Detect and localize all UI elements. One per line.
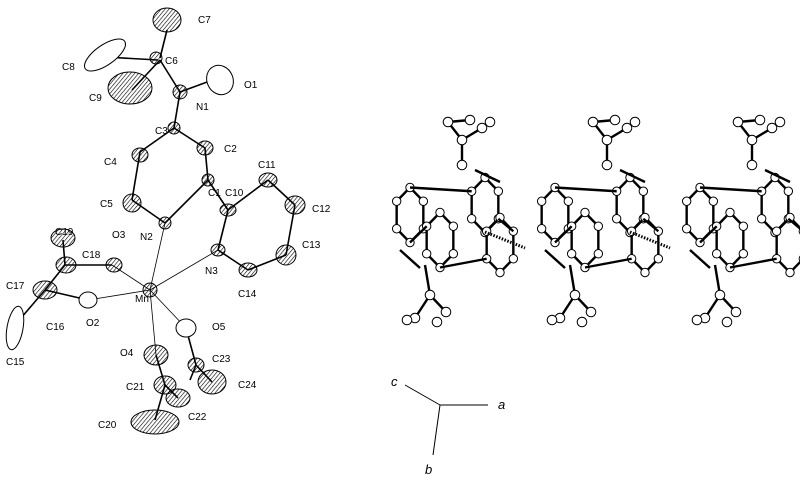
label-c20: C20 (98, 420, 117, 431)
label-n3: N3 (205, 266, 218, 277)
atom-c20 (130, 409, 180, 435)
label-c14: C14 (238, 289, 257, 300)
atom-n3 (210, 243, 226, 257)
label-c23: C23 (212, 354, 231, 365)
atom-c13 (275, 244, 297, 266)
atom-o1 (206, 64, 234, 96)
atom-c6 (149, 51, 163, 65)
label-o1: O1 (244, 80, 258, 91)
atom-n2 (158, 216, 172, 230)
atom-labels: C7 C8 C6 O1 C9 N1 C3 C2 C4 C11 C1 C10 C5… (6, 15, 331, 431)
axis-b-label: b (425, 462, 432, 477)
label-c12: C12 (312, 204, 331, 215)
atom-c23 (187, 357, 205, 373)
axis-a-label: a (498, 397, 505, 412)
label-n1: N1 (196, 102, 209, 113)
label-c15: C15 (6, 357, 25, 368)
label-c16: C16 (46, 322, 65, 333)
label-n2: N2 (140, 232, 153, 243)
atom-c19 (50, 228, 76, 248)
atom-c1 (201, 173, 215, 187)
label-o4: O4 (120, 348, 134, 359)
axis-b-line (432, 404, 441, 456)
atom-c5 (122, 193, 142, 213)
label-c8: C8 (62, 62, 75, 73)
packing-unit (391, 114, 526, 328)
atom-o4 (143, 344, 169, 366)
label-c9: C9 (89, 93, 102, 104)
axis-c-line (404, 384, 441, 406)
atom-c22 (165, 388, 191, 408)
label-mn: Mn (135, 294, 149, 305)
label-c19: C19 (55, 227, 74, 238)
label-c17: C17 (6, 281, 25, 292)
ortep-molecule: C7 C8 C6 O1 C9 N1 C3 C2 C4 C11 C1 C10 C5… (5, 7, 331, 435)
packing-unit (681, 114, 800, 328)
atom-c10 (219, 203, 237, 217)
atom-c2 (196, 140, 214, 156)
atom-c17 (32, 280, 58, 300)
label-c1: C1 (208, 188, 221, 199)
atom-mn (142, 282, 158, 298)
label-o3: O3 (112, 230, 126, 241)
atom-c3 (167, 121, 181, 135)
atom-c4 (131, 147, 149, 163)
atom-c9 (107, 71, 153, 105)
label-c21: C21 (126, 382, 145, 393)
label-c5: C5 (100, 199, 113, 210)
label-c18: C18 (82, 250, 101, 261)
label-c10: C10 (225, 188, 244, 199)
unit-cell-axes: c a b (391, 374, 505, 477)
label-o5: O5 (212, 322, 226, 333)
atom-c14 (238, 262, 258, 278)
atom-n1 (172, 84, 188, 100)
label-c7: C7 (198, 15, 211, 26)
atom-c11 (258, 172, 278, 188)
atom-c12 (284, 195, 306, 215)
atom-c18 (55, 256, 77, 274)
axis-c-label: c (391, 374, 398, 389)
label-c6: C6 (165, 56, 178, 67)
atom-c8 (84, 38, 126, 72)
label-c3: C3 (155, 126, 168, 137)
label-o2: O2 (86, 318, 100, 329)
atom-c15 (5, 305, 25, 351)
atom-c7 (152, 7, 182, 33)
atom-c24 (197, 369, 227, 395)
label-c11: C11 (258, 160, 276, 171)
atom-o5 (175, 318, 197, 338)
label-c2: C2 (224, 144, 237, 155)
atom-c21 (153, 375, 177, 395)
crystal-packing-diagram (391, 114, 800, 328)
label-c22: C22 (188, 412, 207, 423)
label-c13: C13 (302, 240, 321, 251)
atom-o2 (78, 291, 98, 309)
atoms (5, 7, 306, 435)
label-c24: C24 (238, 380, 257, 391)
packing-unit (536, 114, 671, 328)
label-c4: C4 (104, 157, 117, 168)
atom-o3 (105, 257, 123, 273)
